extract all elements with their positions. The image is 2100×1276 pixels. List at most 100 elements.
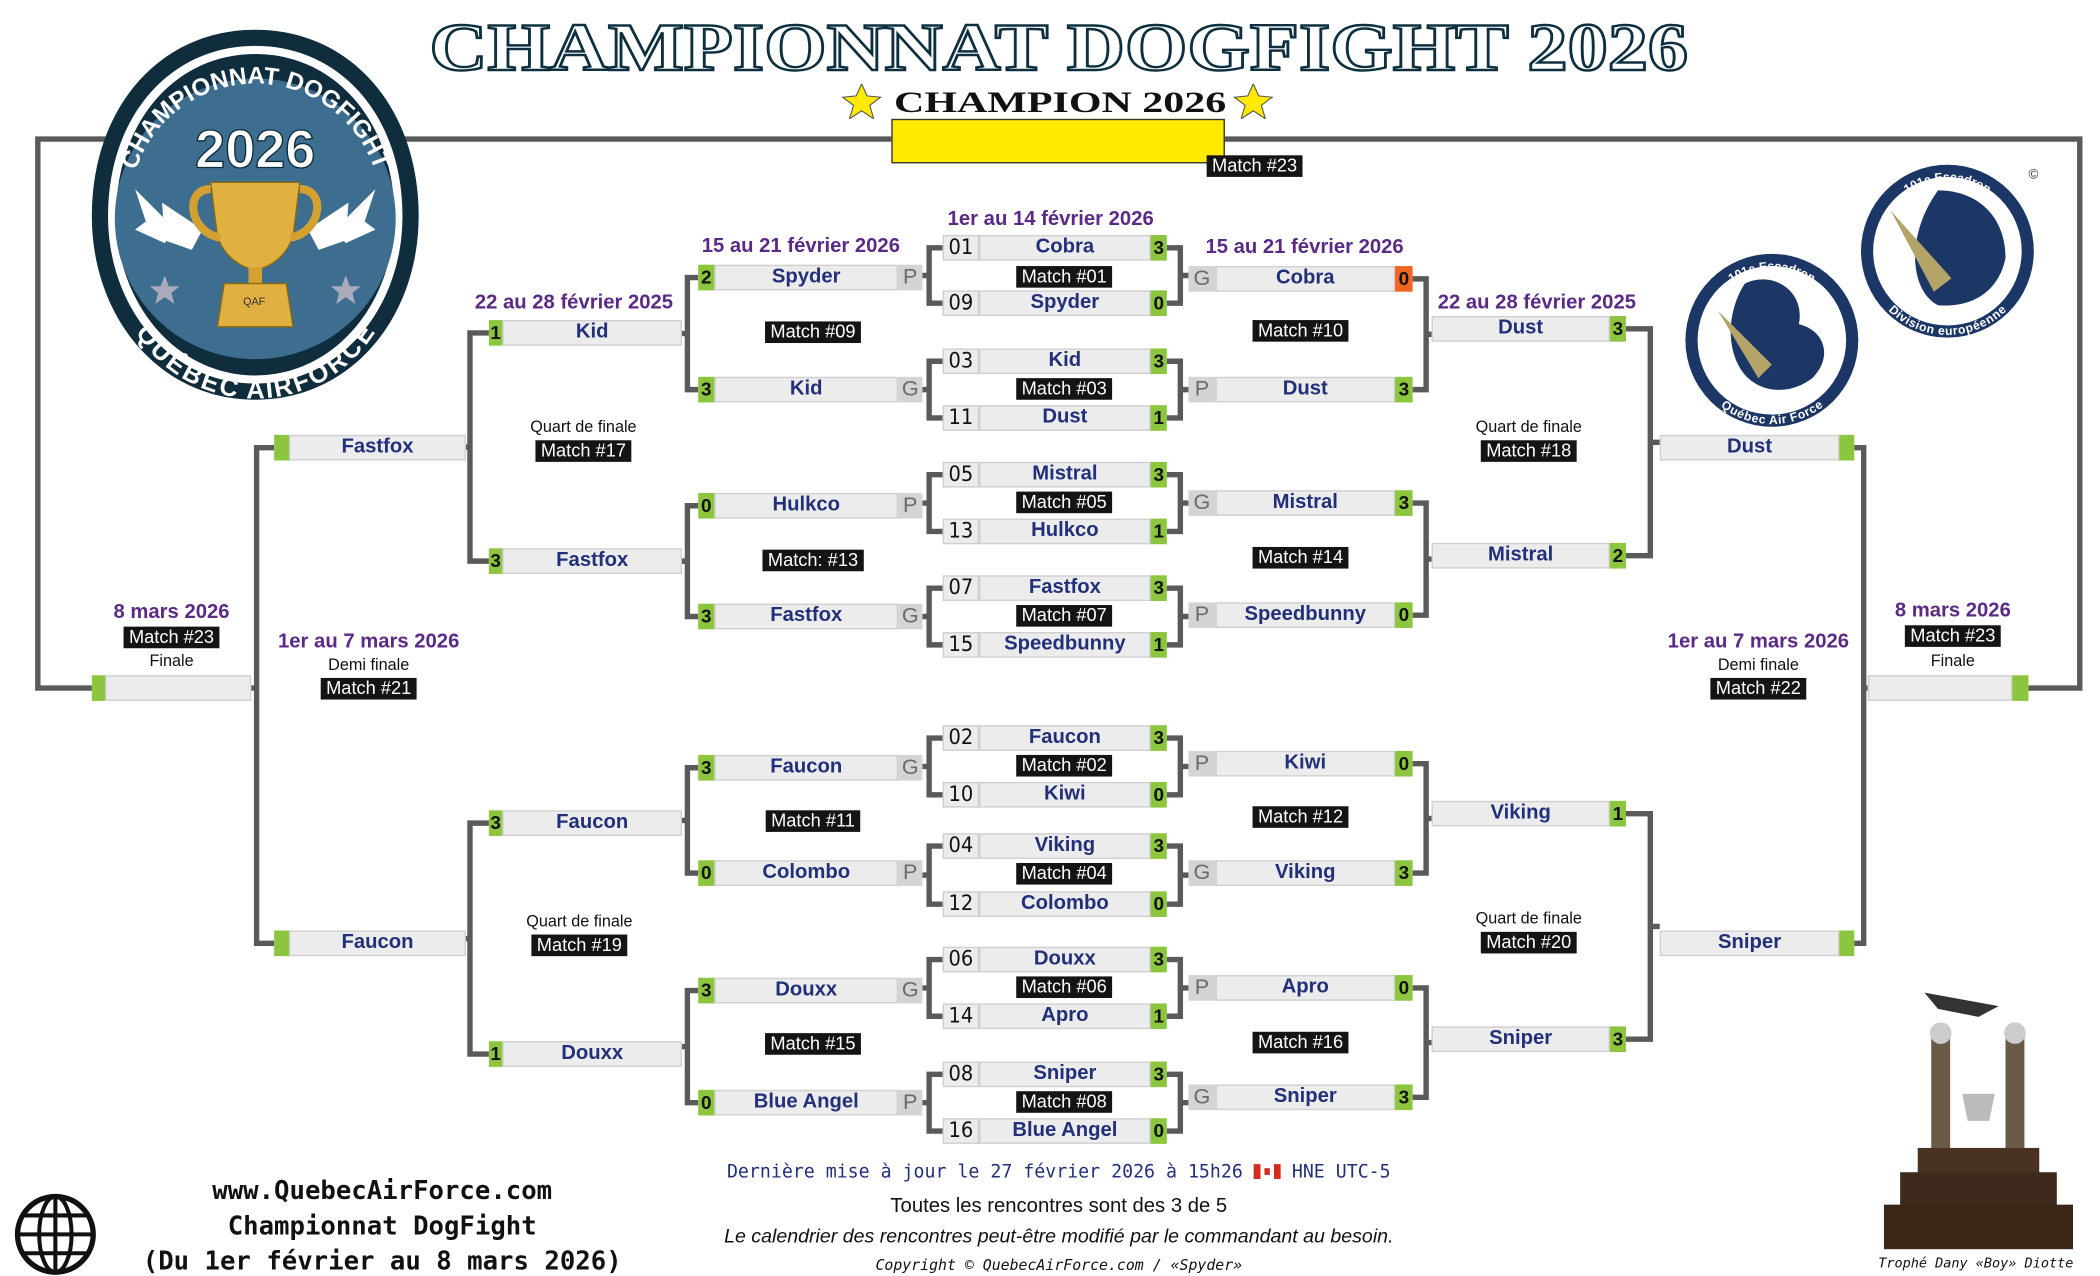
team-name[interactable]: Douxx [502, 1041, 683, 1067]
score-badge [1839, 434, 1855, 461]
bracket-connector [682, 503, 699, 620]
score-badge: 0 [1150, 891, 1167, 917]
team-name[interactable]: Mistral [1215, 490, 1396, 516]
team-name[interactable]: Fastfox [979, 575, 1151, 601]
jet-icon [135, 189, 203, 250]
team-name[interactable]: Faucon [979, 725, 1151, 751]
team-name[interactable]: Fastfox [502, 548, 683, 574]
team-name[interactable]: Faucon [502, 810, 683, 836]
team-name[interactable]: Fastfox [289, 434, 466, 461]
team-name[interactable]: Cobra [1215, 266, 1396, 292]
match-label: Match #10 [1252, 320, 1349, 342]
team-name[interactable]: Apro [1215, 975, 1396, 1001]
team-name[interactable]: Faucon [289, 930, 466, 957]
result-badge: P [898, 1089, 923, 1116]
team-name[interactable]: Dust [1215, 376, 1396, 403]
team-name[interactable]: Speedbunny [979, 632, 1151, 658]
score-badge: 1 [1609, 800, 1627, 827]
team-name[interactable]: Douxx [979, 946, 1151, 973]
bracket-connector [465, 820, 489, 1057]
team-name[interactable]: Spyder [979, 290, 1151, 317]
score-badge: 1 [488, 1041, 503, 1067]
score-badge: 0 [698, 1089, 715, 1116]
team-name[interactable]: Apro [979, 1003, 1151, 1030]
team-name[interactable]: Hulkco [979, 518, 1151, 545]
champion-label: CHAMPION 2026 [894, 87, 1226, 119]
round2-right-dates: 15 au 21 février 2026 [1205, 235, 1404, 259]
team-name[interactable]: Speedbunny [1215, 602, 1396, 628]
seed-number: 01 [942, 234, 980, 261]
score-badge: 3 [1150, 1061, 1167, 1088]
last-updated-text: Dernière mise à jour le 27 février 2026 … [726, 1161, 1243, 1184]
score-badge: 3 [1150, 833, 1167, 859]
team-name[interactable]: Faucon [714, 754, 899, 781]
team-name[interactable]: Colombo [979, 891, 1151, 917]
match-label: Match #23 [123, 626, 220, 649]
team-name[interactable]: Mistral [979, 461, 1151, 488]
team-name[interactable]: Dust [1431, 316, 1610, 342]
score-badge: 3 [1395, 1084, 1413, 1111]
stage-label: Quart de finale [526, 911, 633, 931]
result-badge: P [898, 492, 923, 519]
team-name[interactable]: Blue Angel [714, 1089, 899, 1116]
seed-number: 02 [942, 725, 980, 751]
score-badge: 3 [488, 810, 503, 836]
team-name[interactable]: Blue Angel [979, 1118, 1151, 1144]
team-name[interactable] [105, 675, 252, 701]
jet-icon [307, 189, 376, 250]
team-name[interactable]: Kid [714, 376, 899, 403]
seed-number: 05 [942, 461, 980, 488]
team-name[interactable]: Sniper [979, 1061, 1151, 1088]
bracket-connector [1166, 358, 1189, 421]
match-label: Match #21 [320, 677, 417, 700]
seed-number: 08 [942, 1061, 980, 1088]
jet-icon [1924, 992, 1999, 1017]
team-name[interactable]: Kid [502, 320, 683, 346]
title-text: CHAMPIONNAT DOGFIGHT 2026 [429, 10, 1688, 84]
match-label: Match #04 [1016, 862, 1113, 885]
score-badge: 3 [1150, 234, 1167, 261]
team-name[interactable] [1867, 675, 2013, 701]
team-name[interactable]: Colombo [714, 860, 899, 886]
star-icon [149, 275, 180, 304]
score-badge [274, 434, 290, 461]
team-name[interactable]: Fastfox [714, 603, 899, 630]
bracket-connector [922, 585, 943, 648]
score-badge [1839, 930, 1855, 957]
quebec-squadron-badge: 101e Escadron Québec Air Force [1685, 253, 1859, 427]
bracket-connector [922, 471, 943, 535]
final-connector [35, 136, 2083, 691]
team-name[interactable]: Cobra [979, 234, 1151, 261]
score-badge: 2 [1609, 542, 1627, 569]
team-name[interactable]: Mistral [1431, 542, 1610, 569]
team-name[interactable]: Viking [979, 833, 1151, 859]
team-name[interactable]: Hulkco [714, 492, 899, 519]
stage-label: Demi finale [1717, 654, 1799, 674]
result-badge: P [1188, 602, 1216, 628]
team-name[interactable]: Dust [979, 405, 1151, 431]
team-name[interactable]: Kid [979, 348, 1151, 375]
eagle-icon [1717, 310, 1772, 379]
team-name[interactable]: Sniper [1659, 930, 1840, 957]
team-name[interactable]: Douxx [714, 977, 899, 1004]
team-name[interactable]: Kiwi [979, 781, 1151, 808]
score-badge: 3 [698, 754, 715, 781]
bracket-connector [922, 735, 943, 798]
semi-left-dates: 1er au 7 mars 2026 [278, 630, 460, 653]
globe-icon[interactable] [14, 1192, 98, 1276]
team-name[interactable]: Viking [1215, 860, 1396, 886]
match-label: Match #17 [535, 440, 632, 462]
team-name[interactable]: Dust [1659, 434, 1840, 461]
star-icon [841, 83, 882, 119]
team-name[interactable]: Kiwi [1215, 750, 1396, 777]
website-link[interactable]: www.QuebecAirForce.com [212, 1176, 553, 1206]
team-name[interactable]: Viking [1431, 800, 1610, 827]
team-name[interactable]: Spyder [714, 264, 899, 291]
bracket-connector [1166, 956, 1189, 1019]
score-badge [274, 930, 290, 957]
team-name[interactable]: Sniper [1215, 1084, 1396, 1111]
cup-monogram: QAF [243, 296, 266, 308]
copyright-mark: © [2028, 166, 2038, 181]
team-name[interactable]: Sniper [1431, 1026, 1610, 1053]
bracket-connector [1626, 810, 1660, 1042]
